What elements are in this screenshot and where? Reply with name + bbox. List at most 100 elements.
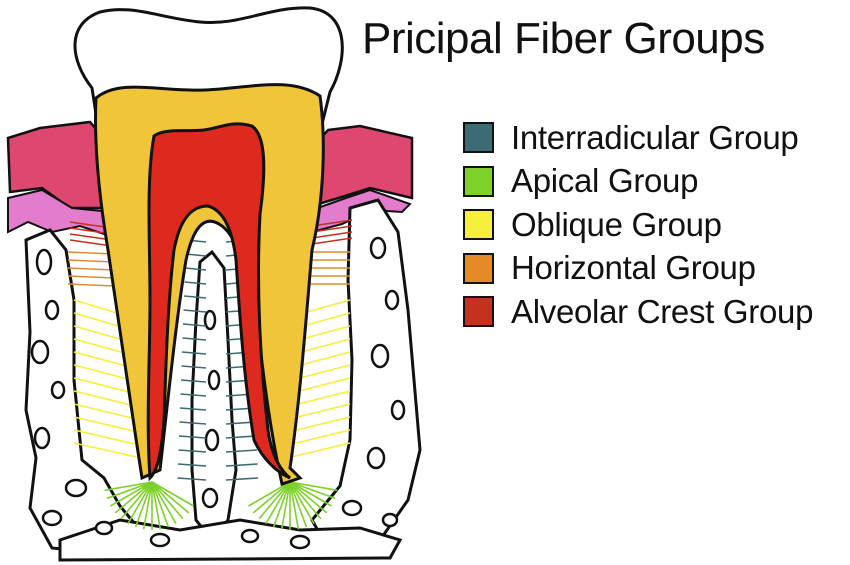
fiber-apical [289, 481, 328, 514]
fiber-interradicular [179, 421, 207, 425]
fiber-interradicular [183, 309, 207, 313]
fiber-apical [104, 481, 153, 492]
fiber-oblique [73, 442, 137, 458]
bone-base [58, 518, 403, 562]
fiber-apical [289, 481, 332, 507]
fiber-apical [127, 481, 153, 524]
fiber-oblique [73, 351, 127, 367]
fiber-alveolar-crest [311, 231, 353, 239]
fiber-oblique [297, 338, 351, 354]
fiber-oblique [293, 403, 351, 419]
fiber-oblique [299, 299, 351, 315]
fiber-horizontal [67, 251, 115, 255]
fiber-oblique [73, 377, 130, 393]
fiber-interradicular [184, 267, 207, 271]
fiber-apical [289, 481, 315, 524]
fiber-horizontal [67, 259, 115, 263]
fiber-apical [151, 481, 170, 528]
fiber-oblique [73, 403, 133, 419]
fiber-oblique [295, 364, 351, 380]
fiber-oblique [294, 390, 351, 406]
fiber-interradicular [184, 281, 207, 285]
fiber-apical [151, 481, 162, 530]
fiber-oblique [73, 338, 125, 354]
fiber-interradicular [179, 407, 207, 411]
fiber-horizontal [67, 283, 115, 287]
fiber-oblique [296, 351, 351, 367]
fiber-interradicular [180, 393, 207, 397]
fiber-interradicular [185, 253, 207, 257]
fiber-apical [142, 481, 153, 530]
fiber-oblique [292, 416, 351, 432]
fiber-apical [252, 481, 291, 514]
fiber-apical [289, 481, 336, 500]
legend-swatch [463, 252, 494, 284]
fiber-oblique [73, 390, 131, 406]
tooth [73, 6, 344, 486]
fiber-alveolar-crest [311, 219, 353, 227]
fiber-interradicular [177, 477, 207, 481]
legend-item: Oblique Group [463, 203, 813, 247]
fiber-oblique [298, 325, 351, 341]
fiber-apical [106, 481, 153, 500]
fiber-oblique [73, 416, 134, 432]
fiber-interradicular [182, 323, 207, 327]
fiber-oblique [291, 429, 351, 445]
legend-label: Horizontal Group [511, 249, 756, 287]
fiber-interradicular [182, 337, 207, 341]
fiber-apical [151, 481, 177, 524]
legend-swatch [463, 209, 494, 241]
fiber-apical [120, 481, 153, 520]
fiber-oblique [73, 299, 121, 315]
legend-label: Alveolar Crest Group [511, 292, 814, 330]
fiber-alveolar-crest [311, 237, 353, 245]
fiber-apical [272, 481, 291, 528]
fiber-apical [289, 481, 308, 528]
fiber-apical [248, 481, 291, 507]
fiber-apical [110, 481, 153, 507]
fiber-apical [151, 481, 190, 514]
fiber-interradicular [181, 365, 207, 369]
fiber-apical [151, 481, 184, 520]
pulp [146, 122, 291, 482]
fiber-apical [280, 481, 291, 530]
fiber-oblique [73, 364, 128, 380]
bone-septum [190, 249, 238, 543]
fiber-interradicular [178, 449, 207, 453]
fiber-interradicular [180, 379, 207, 383]
legend-item: Interradicular Group [463, 116, 813, 160]
legend-item: Apical Group [463, 160, 813, 204]
fiber-apical [151, 481, 194, 507]
fiber-apical [258, 481, 291, 520]
fiber-oblique [73, 312, 122, 328]
fiber-apical [289, 481, 300, 530]
fiber-interradicular [181, 351, 207, 355]
fiber-interradicular [178, 435, 207, 439]
fiber-interradicular [225, 463, 258, 467]
fiber-interradicular [225, 449, 258, 453]
fiber-alveolar-crest [69, 239, 113, 247]
fiber-apical [289, 481, 338, 492]
fiber-oblique [295, 377, 351, 393]
fiber-interradicular [183, 295, 207, 299]
fiber-oblique [73, 429, 136, 445]
legend-swatch [463, 122, 494, 154]
legend-label: Apical Group [511, 162, 699, 200]
fiber-apical [265, 481, 291, 524]
fiber-interradicular [225, 435, 257, 439]
fiber-oblique [291, 442, 351, 458]
fiber-apical [134, 481, 153, 528]
fiber-apical [114, 481, 153, 514]
fiber-interradicular [177, 463, 207, 467]
fiber-apical [289, 481, 322, 520]
page-title: Pricipal Fiber Groups [362, 14, 765, 63]
bone-marrow-spaces [30, 236, 406, 550]
pdl-fibers [67, 219, 353, 530]
fiber-horizontal [67, 275, 115, 279]
legend-label: Oblique Group [511, 205, 722, 243]
legend-item: Alveolar Crest Group [463, 290, 813, 334]
fiber-interradicular [225, 477, 259, 481]
legend-item: Horizontal Group [463, 247, 813, 291]
